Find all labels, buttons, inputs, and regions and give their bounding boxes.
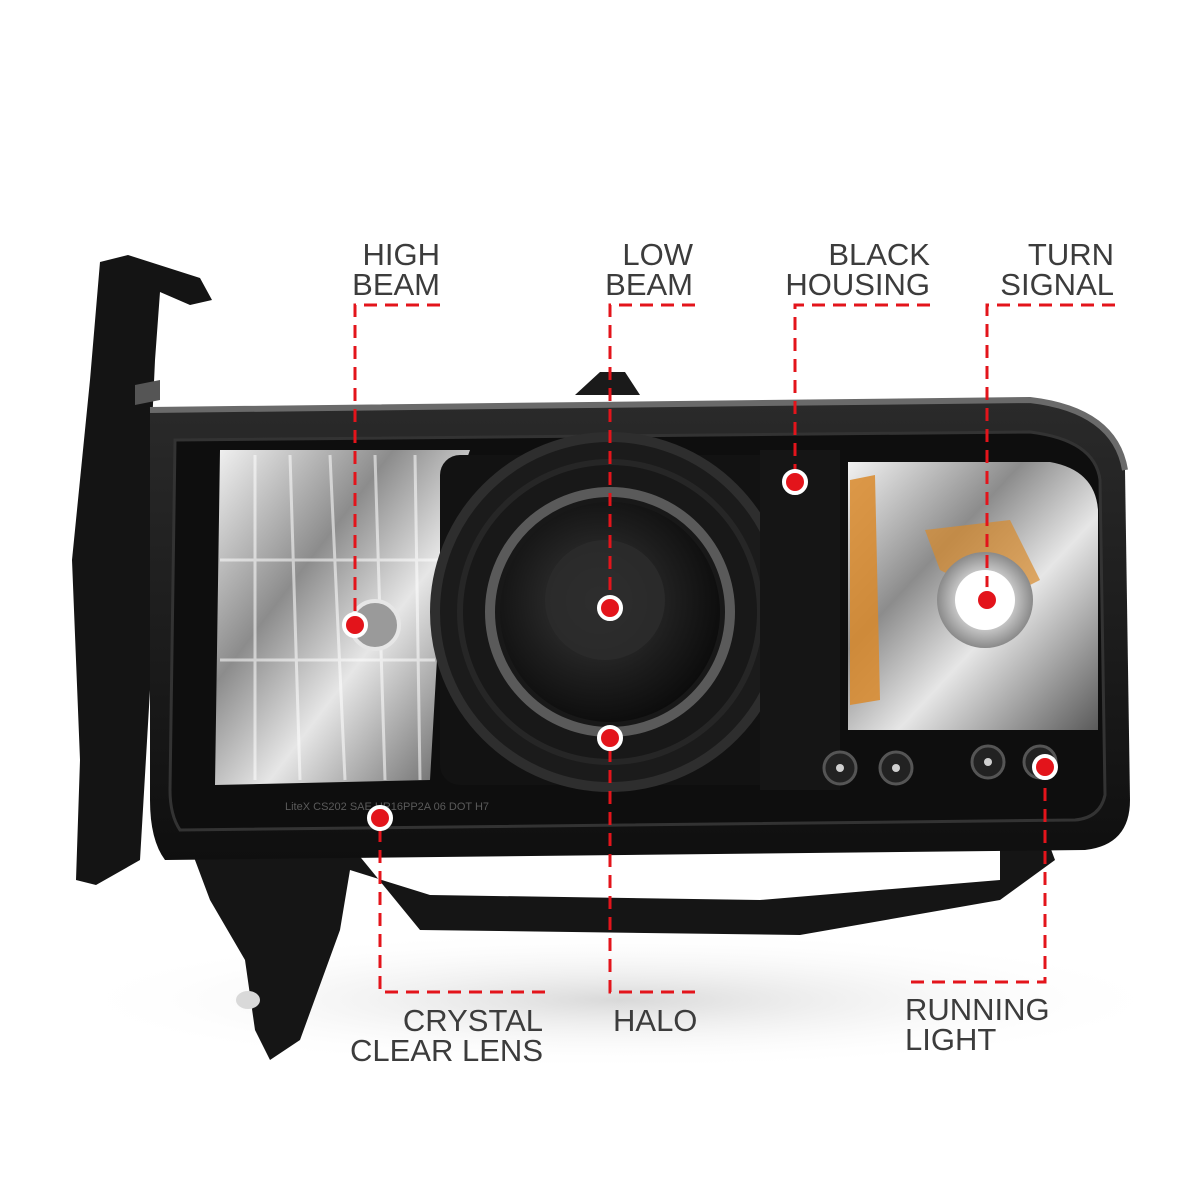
high-beam-marker [342, 612, 368, 638]
low-beam-label-line1: LOW [622, 237, 693, 272]
running-light-marker [1032, 754, 1058, 780]
high-beam-label: HIGH BEAM [352, 237, 441, 302]
black-housing-label-line1: BLACK [828, 237, 930, 272]
low-beam-label-line2: BEAM [605, 267, 693, 302]
high-beam-label-line2: BEAM [352, 267, 440, 302]
running-light-label: RUNNING LIGHT [905, 992, 1050, 1057]
running-light-label-line1: RUNNING [905, 992, 1050, 1027]
turn-signal-label: TURN SIGNAL [1000, 237, 1114, 302]
halo-marker [597, 725, 623, 751]
high-beam-label-line1: HIGH [362, 237, 441, 272]
black-housing-label-line2: HOUSING [785, 267, 930, 302]
crystal-clear-lens-label-line2: CLEAR LENS [350, 1033, 543, 1068]
high-beam-reflector [215, 450, 470, 785]
turn-signal-line [985, 303, 1115, 600]
halo-label-line1: HALO [613, 1003, 698, 1038]
mounting-bracket [72, 255, 212, 885]
turn-signal-marker [974, 587, 1000, 613]
halo-line [608, 740, 695, 994]
black-housing-line [793, 303, 930, 482]
amber-strip [850, 475, 880, 705]
mount-hole [236, 991, 260, 1009]
black-housing-divider [760, 450, 840, 790]
callout-markers [342, 469, 1058, 831]
crystal-clear-lens-label: CRYSTAL CLEAR LENS [350, 1003, 543, 1068]
lens-marking: LiteX CS202 SAE HR16PP2A 06 DOT H7 [285, 801, 489, 813]
black-housing-label: BLACK HOUSING [785, 237, 930, 302]
turn-signal-label-line2: SIGNAL [1000, 267, 1114, 302]
low-beam-line [608, 303, 695, 608]
floor-shadow [60, 930, 1180, 1070]
low-beam-marker [597, 595, 623, 621]
crystal-lens-marker [367, 805, 393, 831]
callout-lines [353, 303, 1115, 994]
black-housing-marker [782, 469, 808, 495]
top-clip [575, 372, 640, 395]
top-bolt [135, 380, 160, 405]
running-light-label-line2: LIGHT [905, 1022, 997, 1057]
housing-rim [149, 396, 1128, 471]
crystal-clear-lens-label-line1: CRYSTAL [402, 1003, 543, 1038]
halo-label: HALO [613, 1003, 698, 1038]
crystal-lens-line [378, 820, 545, 994]
high-beam-line [353, 303, 440, 625]
turn-signal-label-line1: TURN [1027, 237, 1114, 272]
low-beam-label: LOW BEAM [605, 237, 693, 302]
running-light-line [905, 767, 1047, 984]
